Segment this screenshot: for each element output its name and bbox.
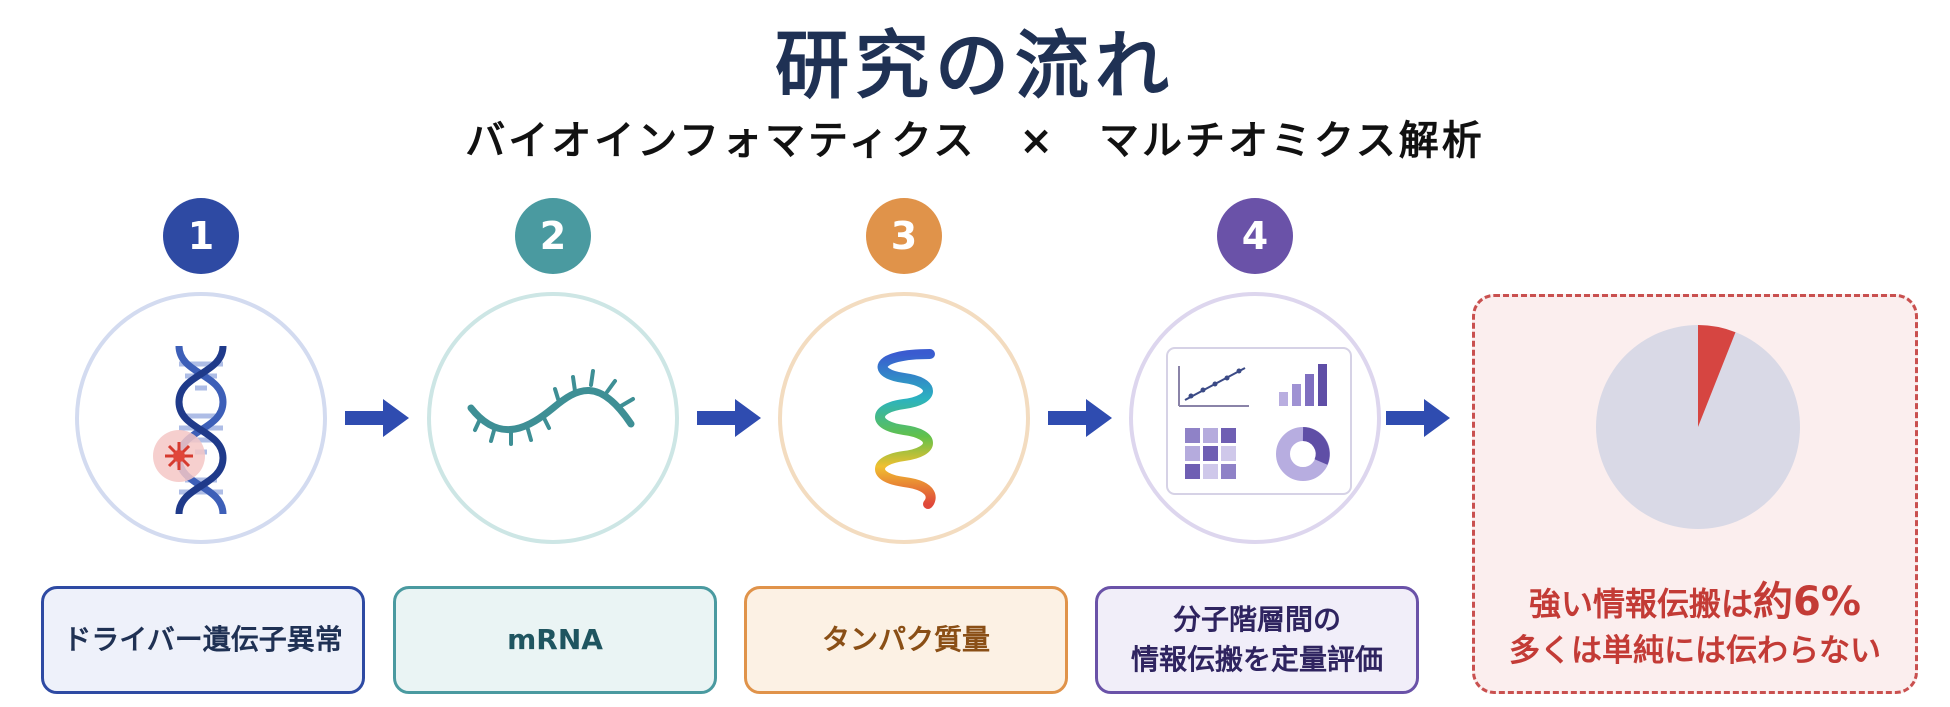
mrna-strand-icon xyxy=(467,369,635,446)
result-percentage: 約6% xyxy=(1753,579,1861,625)
result-pie-chart xyxy=(1596,325,1800,529)
step-2-circle xyxy=(427,292,679,544)
result-line-1: 強い情報伝搬は約6% xyxy=(1475,569,1915,627)
step-1-badge: 1 xyxy=(163,198,239,274)
step-3-circle xyxy=(778,292,1030,544)
page-title: 研究の流れ xyxy=(775,23,1175,109)
step-2-label-text: mRNA xyxy=(507,623,603,656)
page-subtitle: バイオインフォマティクス × マルチオミクス解析 xyxy=(465,118,1485,164)
step-4-badge: 4 xyxy=(1217,198,1293,274)
step-4-label-line2: 情報伝搬を定量評価 xyxy=(1130,643,1383,676)
step-3-badge: 3 xyxy=(866,198,942,274)
step-4-circle xyxy=(1129,292,1381,544)
step-2-badge: 2 xyxy=(515,198,591,274)
arrow-4-to-result xyxy=(1386,399,1450,437)
arrow-1-to-2 xyxy=(345,399,409,437)
arrow-3-to-4 xyxy=(1048,399,1112,437)
step-1-label: ドライバー遺伝子異常 xyxy=(41,586,365,694)
protein-helix-icon xyxy=(875,349,936,509)
result-panel: 強い情報伝搬は約6% 多くは単純には伝わらない xyxy=(1472,294,1918,694)
arrow-2-to-3 xyxy=(697,399,761,437)
step-3-label-text: タンパク質量 xyxy=(821,623,990,656)
step-1-label-text: ドライバー遺伝子異常 xyxy=(63,623,343,656)
result-line-2: 多くは単純には伝わらない xyxy=(1509,633,1881,669)
pie-highlight-slice xyxy=(1698,325,1736,427)
step-2-label: mRNA xyxy=(393,586,717,694)
dna-mutation-icon xyxy=(153,345,227,515)
result-line-1-prefix: 強い情報伝搬は xyxy=(1529,585,1754,623)
step-4-label-line1: 分子階層間の xyxy=(1172,603,1341,636)
analytics-dashboard-icon xyxy=(1166,347,1352,495)
step-3-label: タンパク質量 xyxy=(744,586,1068,694)
step-4-label: 分子階層間の 情報伝搬を定量評価 xyxy=(1095,586,1419,694)
step-1-circle xyxy=(75,292,327,544)
